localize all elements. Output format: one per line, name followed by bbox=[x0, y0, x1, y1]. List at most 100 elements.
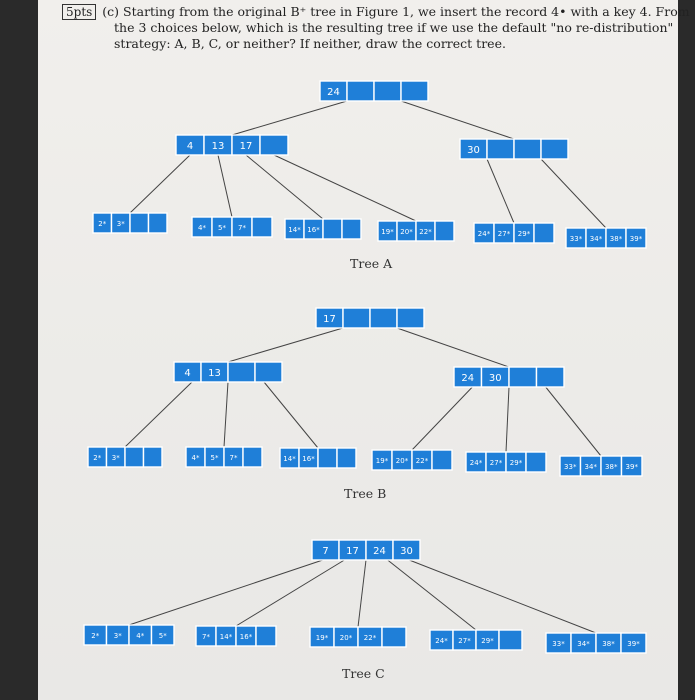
tree-edge bbox=[400, 100, 515, 140]
tree-edge bbox=[217, 154, 233, 218]
leaf-node: 4*5*7* bbox=[185, 446, 263, 468]
tree-c-title: Tree C bbox=[342, 666, 385, 681]
leaf-key: 34* bbox=[590, 235, 603, 243]
leaf-key: 38* bbox=[605, 463, 618, 471]
node-cell bbox=[625, 227, 647, 249]
leaf-key: 24* bbox=[470, 459, 483, 467]
leaf-key: 19* bbox=[316, 634, 329, 642]
leaf-key: 16* bbox=[240, 633, 253, 641]
leaf-key: 29* bbox=[510, 459, 523, 467]
node-cell bbox=[147, 212, 168, 234]
node-cell bbox=[341, 218, 362, 240]
node-cell bbox=[434, 220, 455, 242]
node-cell bbox=[227, 361, 256, 383]
tree-edge bbox=[540, 158, 607, 229]
leaf-key: 33* bbox=[570, 235, 583, 243]
leaf-key: 5* bbox=[159, 632, 167, 640]
leaf-key: 38* bbox=[602, 640, 615, 648]
leaf-node: 33*34*38*39* bbox=[545, 632, 647, 654]
tree-edge bbox=[235, 559, 345, 627]
leaf-key: 39* bbox=[630, 235, 643, 243]
tree-edge bbox=[128, 559, 323, 626]
node-cell bbox=[533, 222, 555, 244]
leaf-key: 34* bbox=[585, 463, 598, 471]
leaf-key: 39* bbox=[626, 463, 639, 471]
tree-edge bbox=[396, 327, 510, 368]
paper-sheet bbox=[38, 0, 678, 700]
leaf-node: 19*20*22* bbox=[377, 220, 455, 242]
node-cell bbox=[498, 629, 523, 651]
leaf-node: 14*16* bbox=[284, 218, 362, 240]
leaf-key: 20* bbox=[340, 634, 353, 642]
leaf-key: 29* bbox=[481, 637, 494, 645]
index-key: 4 bbox=[187, 141, 193, 152]
index-key: 30 bbox=[489, 373, 502, 384]
tree-edge bbox=[245, 154, 324, 220]
leaf-node: 2*3* bbox=[92, 212, 168, 234]
tree-a-title: Tree A bbox=[350, 256, 393, 271]
index-key: 13 bbox=[212, 141, 225, 152]
leaf-node: 14* 16* bbox=[279, 447, 357, 469]
index-key: 7 bbox=[322, 546, 328, 557]
question-line-2: the 3 choices below, which is the result… bbox=[114, 20, 674, 35]
tree-edge bbox=[387, 559, 477, 631]
index-key: 24 bbox=[461, 373, 474, 384]
leaf-key: 16* bbox=[302, 455, 315, 463]
tree-edge bbox=[486, 158, 515, 224]
leaf-key: 7* bbox=[202, 633, 210, 641]
node-cell bbox=[342, 307, 371, 329]
leaf-key: 22* bbox=[419, 228, 432, 236]
leaf-node: 33* 34* 38* 39* bbox=[565, 227, 647, 249]
leaf-key: 33* bbox=[552, 640, 565, 648]
question-line-3: strategy: A, B, C, or neither? If neithe… bbox=[114, 36, 506, 51]
leaf-key: 5* bbox=[218, 224, 226, 232]
node-cell bbox=[525, 451, 547, 473]
leaf-node: 2*3*4*5* bbox=[83, 624, 175, 646]
index-key: 24 bbox=[327, 87, 340, 98]
tree-edge bbox=[273, 154, 417, 222]
internal-node: 4 13 bbox=[173, 361, 283, 383]
node-cell bbox=[317, 447, 338, 469]
tree-edge bbox=[263, 381, 319, 449]
leaf-key: 3* bbox=[112, 454, 120, 462]
tree-edge bbox=[411, 386, 473, 451]
node-cell bbox=[392, 539, 421, 561]
tree-edge bbox=[223, 381, 229, 448]
leaf-key: 20* bbox=[396, 457, 409, 465]
leaf-key: 20* bbox=[400, 228, 413, 236]
points-badge: 5pts bbox=[62, 4, 97, 20]
leaf-key: 2* bbox=[91, 632, 99, 640]
leaf-key: 38* bbox=[610, 235, 623, 243]
leaf-key: 2* bbox=[93, 454, 101, 462]
node-cell bbox=[142, 446, 163, 468]
leaf-key: 24* bbox=[435, 637, 448, 645]
node-cell bbox=[396, 307, 425, 329]
node-cell bbox=[150, 624, 175, 646]
node-cell bbox=[336, 447, 357, 469]
tree-edge bbox=[227, 327, 344, 363]
leaf-node: 24*27*29* bbox=[473, 222, 555, 244]
node-cell bbox=[254, 361, 283, 383]
leaf-key: 16* bbox=[307, 226, 320, 234]
node-cell bbox=[259, 134, 289, 156]
index-key: 4 bbox=[184, 368, 190, 379]
leaf-key: 5* bbox=[211, 454, 219, 462]
leaf-key: 14* bbox=[283, 455, 296, 463]
tree-edge bbox=[409, 559, 597, 634]
node-cell bbox=[431, 449, 453, 471]
leaf-key: 7* bbox=[238, 224, 246, 232]
leaf-key: 3* bbox=[117, 220, 125, 228]
question-text: 5pts(c) Starting from the original B⁺ tr… bbox=[62, 4, 690, 52]
node-cell bbox=[486, 138, 515, 160]
tree-edge bbox=[505, 386, 510, 453]
leaf-node: 4*5*7* bbox=[191, 216, 273, 238]
leaf-key: 14* bbox=[220, 633, 233, 641]
node-cell bbox=[322, 218, 343, 240]
leaf-key: 39* bbox=[627, 640, 640, 648]
index-key: 13 bbox=[208, 368, 221, 379]
node-cell bbox=[242, 446, 263, 468]
